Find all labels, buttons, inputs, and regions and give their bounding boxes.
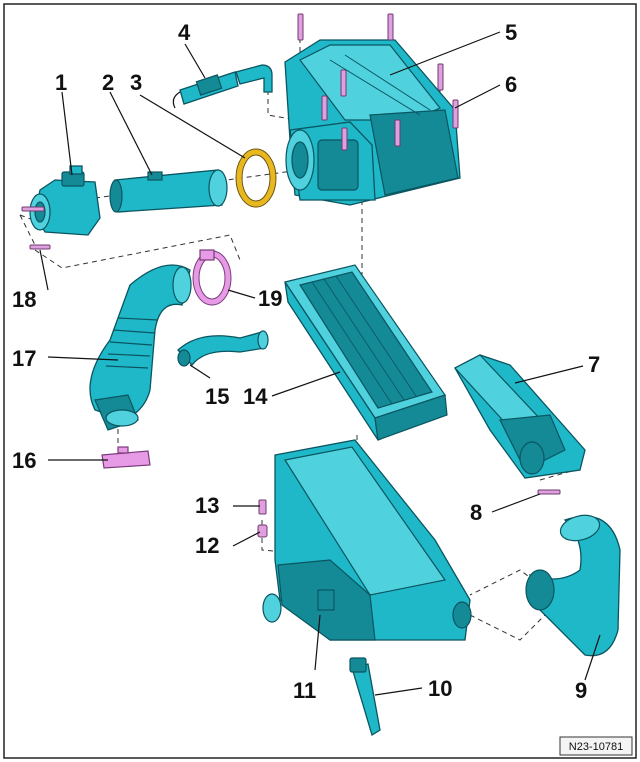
label-11: 11 (293, 678, 316, 703)
label-12: 12 (195, 533, 219, 558)
label-8: 8 (470, 500, 482, 525)
part-2-intake-pipe (109, 169, 228, 213)
label-10: 10 (428, 676, 452, 701)
callout-labels: 1 2 3 4 5 6 7 8 9 10 11 12 13 14 15 16 1… (12, 20, 600, 703)
label-15: 15 (205, 384, 229, 409)
part-14-filter-element (284, 264, 448, 441)
part-10-sensor (349, 657, 381, 737)
label-5: 5 (505, 20, 517, 45)
part-19-hose-clamp (192, 249, 232, 306)
label-3: 3 (130, 70, 142, 95)
label-6: 6 (505, 72, 517, 97)
part-8-screw (537, 489, 561, 495)
label-14: 14 (243, 384, 268, 409)
label-18: 18 (12, 287, 36, 312)
part-3-seal-ring (235, 148, 277, 208)
part-11-filter-housing-lower (262, 439, 472, 641)
part-4-vent-hose (172, 64, 273, 109)
part-15-vent-hose (177, 330, 269, 367)
part-13-screw (258, 499, 267, 515)
label-4: 4 (178, 20, 191, 45)
part-1-air-mass-meter (29, 165, 101, 236)
label-16: 16 (12, 448, 36, 473)
label-13: 13 (195, 493, 219, 518)
part-17-intake-hose (89, 264, 192, 431)
part-7-air-guide (454, 354, 586, 479)
label-7: 7 (588, 352, 600, 377)
label-2: 2 (102, 70, 114, 95)
label-17: 17 (12, 346, 36, 371)
label-1: 1 (55, 70, 67, 95)
part-16-clamp (101, 446, 151, 469)
reference-code-box: N23-10781 (559, 736, 633, 756)
screws-upper-housing (297, 13, 459, 151)
leader-lines (39, 31, 601, 696)
reference-code: N23-10781 (569, 741, 623, 753)
screw-meter (21, 206, 45, 212)
part-12-grommet (257, 524, 268, 538)
label-19: 19 (258, 286, 282, 311)
part-18-screw (29, 244, 51, 250)
part-5-filter-housing-upper (284, 39, 461, 206)
diagram-frame (3, 3, 637, 759)
label-9: 9 (575, 678, 587, 703)
part-9-air-duct-elbow (525, 514, 621, 657)
